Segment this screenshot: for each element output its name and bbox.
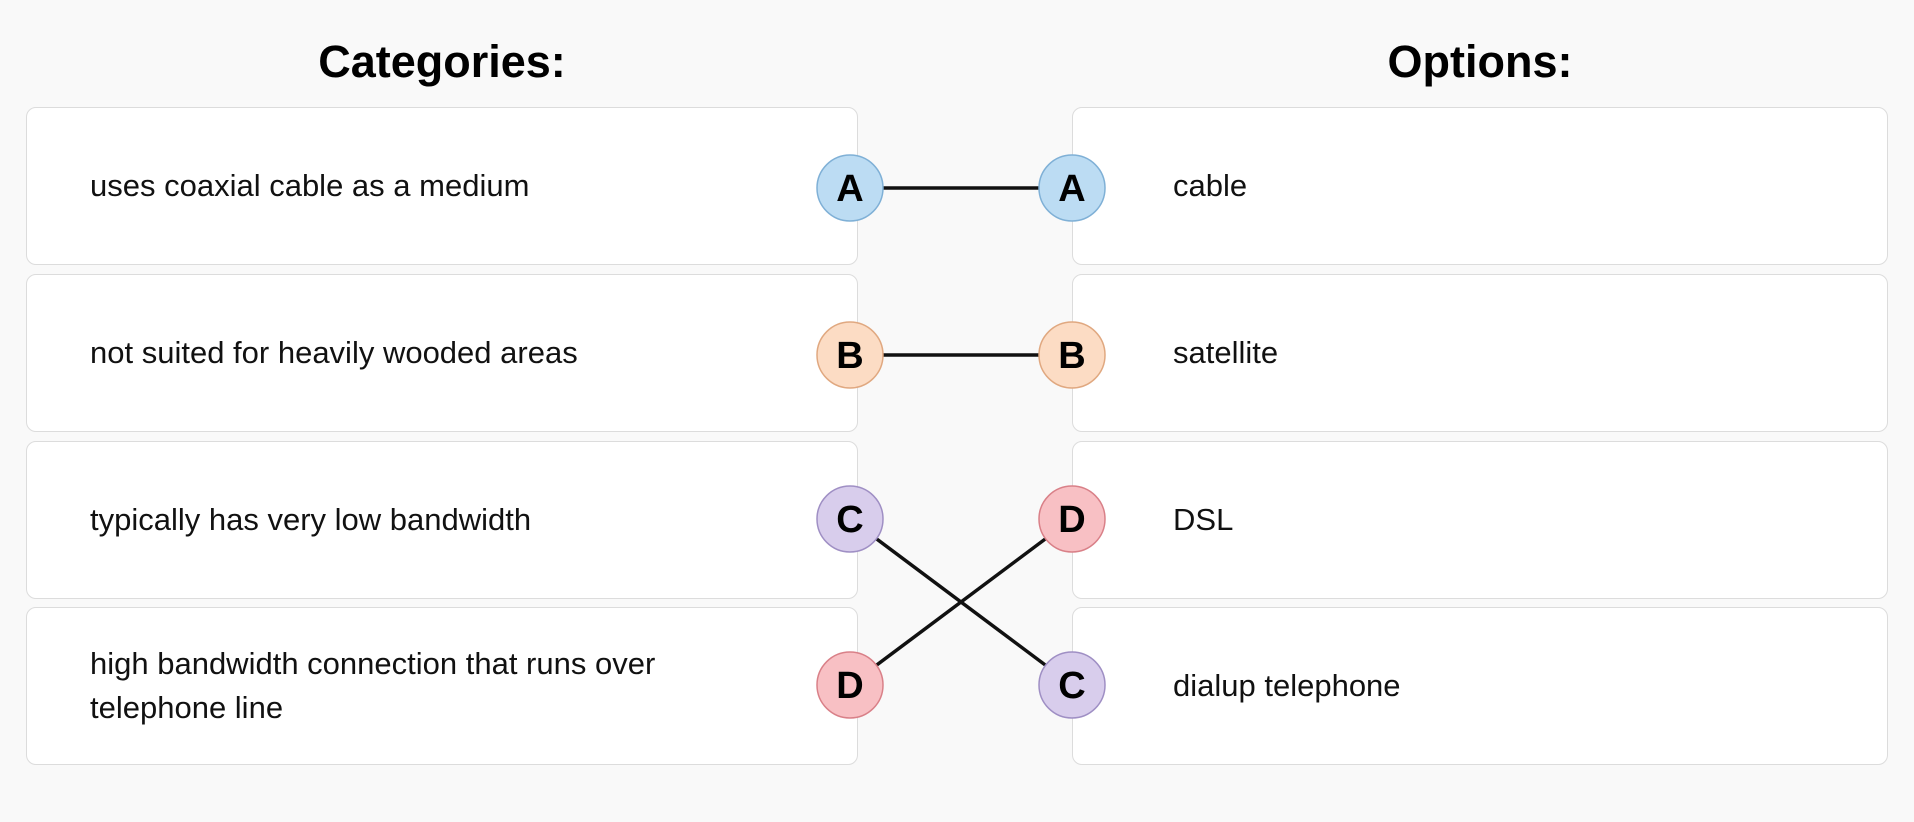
badge-circle: [816, 485, 884, 553]
category-badge-d[interactable]: D: [816, 651, 884, 719]
badge-letter: D: [836, 665, 863, 707]
option-badge-d[interactable]: D: [1038, 485, 1106, 553]
category-text: not suited for heavily wooded areas: [90, 335, 578, 370]
category-card-b[interactable]: not suited for heavily wooded areas: [26, 274, 858, 432]
badge-circle: [816, 154, 884, 222]
category-badge-c[interactable]: C: [816, 485, 884, 553]
category-text: uses coaxial cable as a medium: [90, 168, 530, 203]
option-card-dialup[interactable]: dialup telephone: [1072, 607, 1888, 765]
category-text: high bandwidth connection that runs over…: [90, 646, 656, 725]
option-card-dsl[interactable]: DSL: [1072, 441, 1888, 599]
badge-circle: [1038, 651, 1106, 719]
badge-letter: C: [836, 499, 863, 541]
badge-letter: B: [1058, 335, 1085, 377]
options-header: Options:: [1387, 36, 1573, 87]
option-text: dialup telephone: [1173, 668, 1401, 703]
badge-circle: [816, 321, 884, 389]
option-badge-a[interactable]: A: [1038, 154, 1106, 222]
badge-circle: [816, 651, 884, 719]
option-card-satellite[interactable]: satellite: [1072, 274, 1888, 432]
category-card-a[interactable]: uses coaxial cable as a medium: [26, 107, 858, 265]
option-badge-c[interactable]: C: [1038, 651, 1106, 719]
badge-letter: C: [1058, 665, 1085, 707]
badge-letter: A: [836, 168, 863, 210]
category-card-d[interactable]: high bandwidth connection that runs over…: [26, 607, 858, 765]
badge-letter: B: [836, 335, 863, 377]
badge-letter: A: [1058, 168, 1085, 210]
badge-circle: [1038, 485, 1106, 553]
badge-circle: [1038, 154, 1106, 222]
option-card-cable[interactable]: cable: [1072, 107, 1888, 265]
category-card-c[interactable]: typically has very low bandwidth: [26, 441, 858, 599]
category-badge-b[interactable]: B: [816, 321, 884, 389]
option-badge-b[interactable]: B: [1038, 321, 1106, 389]
badge-circle: [1038, 321, 1106, 389]
connection-line-d: [848, 517, 1074, 687]
option-text: satellite: [1173, 335, 1279, 370]
option-text: DSL: [1173, 502, 1234, 537]
option-text: cable: [1173, 168, 1248, 203]
category-text: typically has very low bandwidth: [90, 502, 532, 537]
badge-letter: D: [1058, 499, 1085, 541]
category-badge-a[interactable]: A: [816, 154, 884, 222]
categories-header: Categories:: [318, 36, 566, 87]
